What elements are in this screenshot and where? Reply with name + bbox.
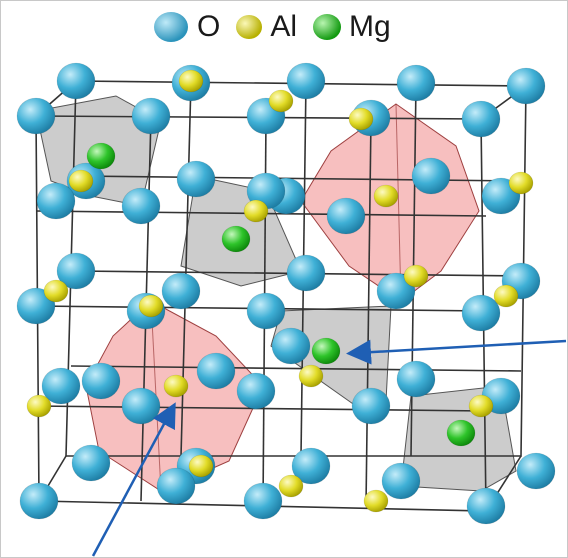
aluminum-atom	[68, 169, 94, 193]
oxygen-atom	[56, 62, 96, 100]
arrow-right	[346, 339, 567, 365]
oxygen-atom	[506, 67, 546, 105]
legend-label-oxygen: O	[197, 10, 221, 43]
oxygen-atom	[411, 157, 451, 195]
oxygen-atom	[466, 487, 506, 525]
oxygen-atom	[16, 287, 56, 325]
aluminum-atom	[363, 489, 389, 513]
oxygen-atom	[121, 387, 161, 425]
magnesium-atom	[311, 337, 341, 365]
oxygen-atom	[396, 360, 436, 398]
aluminum-atom	[26, 394, 52, 418]
aluminum-atom	[178, 69, 204, 93]
oxygen-atom	[71, 444, 111, 482]
oxygen-atom	[56, 252, 96, 290]
aluminum-atom	[188, 454, 214, 478]
magnesium-atom	[86, 142, 116, 170]
aluminum-atom	[278, 474, 304, 498]
aluminum-atom	[43, 279, 69, 303]
legend-item-magnesium: Mg	[311, 11, 391, 43]
oxygen-atom	[286, 254, 326, 292]
oxygen-atom	[176, 160, 216, 198]
aluminum-atom-icon	[236, 15, 263, 39]
oxygen-atom	[381, 462, 421, 500]
aluminum-atom	[468, 394, 494, 418]
legend-item-aluminum: Al	[234, 12, 297, 42]
aluminum-atom	[348, 107, 374, 131]
aluminum-atom	[403, 264, 429, 288]
oxygen-atom	[271, 327, 311, 365]
oxygen-atom	[351, 387, 391, 425]
oxygen-atom	[196, 352, 236, 390]
oxygen-atom	[243, 482, 283, 520]
aluminum-atom	[493, 284, 519, 308]
legend-label-aluminum: Al	[270, 10, 298, 43]
oxygen-atom	[376, 272, 416, 310]
aluminum-atom	[508, 171, 534, 195]
oxygen-atom	[81, 362, 121, 400]
oxygen-atom	[19, 482, 59, 520]
oxygen-atom	[236, 372, 276, 410]
oxygen-atom	[121, 187, 161, 225]
oxygen-atom	[36, 182, 76, 220]
aluminum-atom	[373, 184, 399, 208]
aluminum-atom	[138, 294, 164, 318]
oxygen-atom	[396, 64, 436, 102]
oxygen-atom-icon	[154, 12, 188, 42]
oxygen-atom	[16, 97, 56, 135]
magnesium-atom-icon	[313, 14, 342, 40]
aluminum-atom	[268, 89, 294, 113]
magnesium-atom	[221, 225, 251, 253]
aluminum-atom	[243, 199, 269, 223]
oxygen-atom	[326, 197, 366, 235]
oxygen-atom	[291, 447, 331, 485]
oxygen-atom	[131, 97, 171, 135]
oxygen-atom	[246, 292, 286, 330]
oxygen-atom	[516, 452, 556, 490]
aluminum-atom	[163, 374, 189, 398]
arrow-bottom	[91, 402, 176, 557]
oxygen-atom	[286, 62, 326, 100]
oxygen-atom	[156, 467, 196, 505]
oxygen-atom	[461, 100, 501, 138]
legend-item-oxygen: O	[151, 10, 220, 44]
oxygen-atom	[41, 367, 81, 405]
oxygen-atom	[161, 272, 201, 310]
oxygen-atom	[461, 294, 501, 332]
aluminum-atom	[298, 364, 324, 388]
legend-label-magnesium: Mg	[349, 10, 391, 43]
magnesium-atom	[446, 419, 476, 447]
legend: O Al Mg	[151, 5, 391, 49]
